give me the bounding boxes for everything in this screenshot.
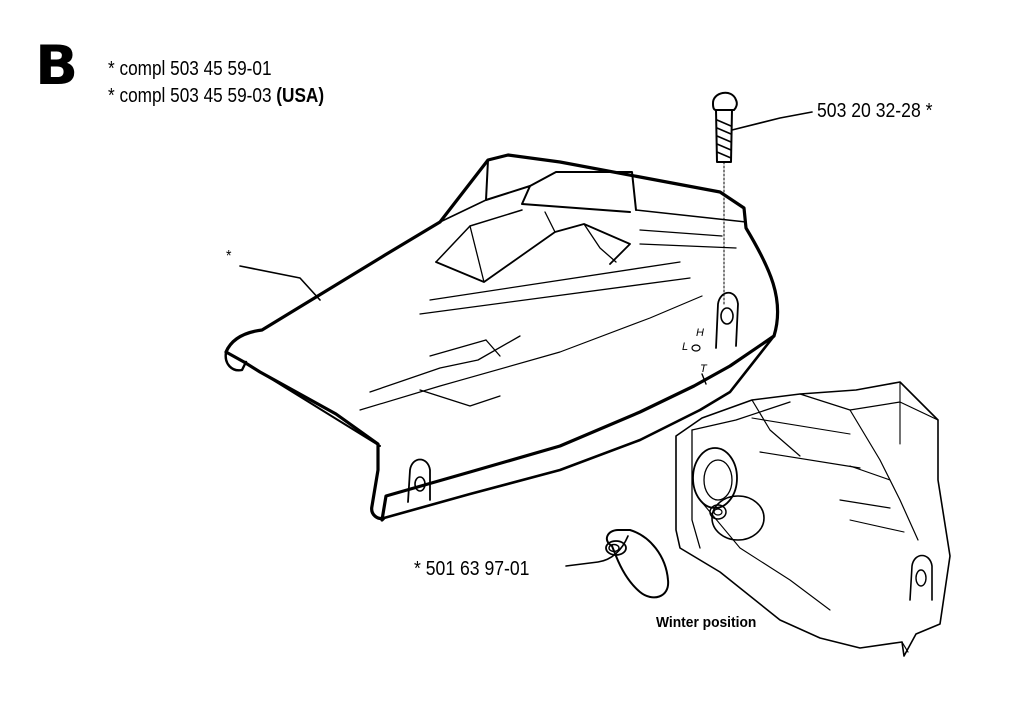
adjust-symbol [691, 344, 701, 352]
cover-leader-line [239, 265, 321, 301]
screw-illustration [712, 91, 738, 305]
mark-l: L [682, 341, 688, 353]
kit-number-2: * compl 503 45 59-03 (USA) [108, 85, 324, 108]
winter-position-caption: Winter position [656, 614, 757, 631]
bolt-part-number: 503 20 32-28 * [817, 100, 933, 122]
plug-part-number: * 501 63 97-01 [414, 558, 530, 580]
kit-region-label: (USA) [276, 85, 325, 107]
section-letter: B [35, 34, 78, 97]
mark-h: H [696, 327, 704, 339]
cover-asterisk: * [226, 248, 232, 265]
winter-cover-illustration [675, 381, 951, 657]
kit-number-1: * compl 503 45 59-01 [108, 58, 272, 81]
kit-number-2-text: * compl 503 45 59-03 [108, 85, 277, 107]
cover-illustration [224, 153, 780, 522]
bolt-leader-line [731, 111, 813, 131]
mark-t: T [700, 363, 708, 375]
winter-plug-illustration [605, 529, 670, 599]
kit-number-1-text: * compl 503 45 59-01 [108, 58, 272, 80]
